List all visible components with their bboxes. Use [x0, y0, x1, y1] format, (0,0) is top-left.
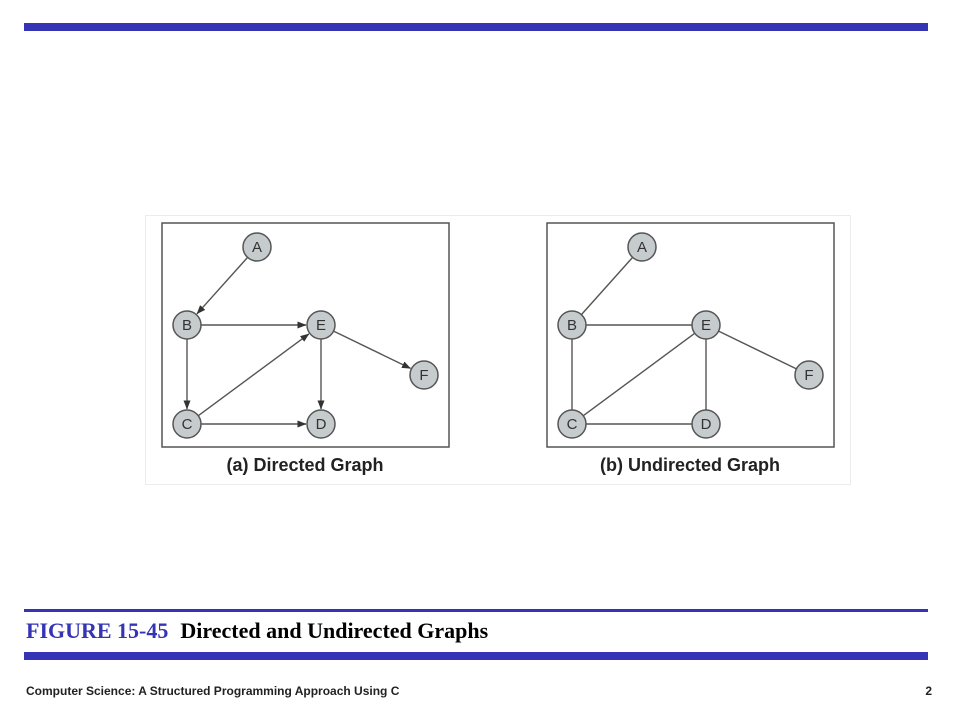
undirected-node-label: B [567, 317, 577, 334]
undirected-node-e: E [691, 310, 721, 340]
undirected-edges [571, 256, 797, 425]
undirected-node-label: D [701, 416, 712, 433]
directed-edge-c-e [197, 333, 310, 417]
directed-node-b: B [172, 310, 202, 340]
undirected-edge-c-e [582, 332, 696, 417]
directed-node-circle [409, 360, 439, 390]
undirected-node-circle [794, 360, 824, 390]
panel-undirected-frame [546, 222, 835, 448]
undirected-node-circle [691, 310, 721, 340]
undirected-edge-a-b [580, 256, 634, 316]
directed-node-circle [242, 232, 272, 262]
directed-node-c: C [172, 409, 202, 439]
graphs-figure: A B C D E F (a) Directed Graph A B C D E F (b) Und… [161, 222, 835, 475]
undirected-node-circle [691, 409, 721, 439]
directed-node-d: D [306, 409, 336, 439]
directed-node-label: B [182, 317, 192, 334]
panel-directed: A B C D E F (a) Directed Graph [161, 222, 450, 475]
directed-node-circle [172, 310, 202, 340]
panel-undirected: A B C D E F (b) Undirected Graph [546, 222, 835, 475]
figure-area: A B C D E F (a) Directed Graph A B C D E F (b) Und… [145, 215, 851, 485]
undirected-node-circle [627, 232, 657, 262]
footer-book-title: Computer Science: A Structured Programmi… [26, 684, 400, 698]
undirected-graph-caption: (b) Undirected Graph [600, 455, 780, 475]
undirected-node-label: A [637, 239, 647, 256]
directed-node-label: F [419, 367, 428, 384]
undirected-nodes: A B C D E F [557, 232, 824, 439]
footer-page-number: 2 [925, 684, 932, 698]
directed-node-circle [172, 409, 202, 439]
undirected-node-c: C [557, 409, 587, 439]
directed-node-e: E [306, 310, 336, 340]
top-rule [24, 23, 928, 31]
directed-edge-e-f [333, 330, 411, 370]
undirected-node-a: A [627, 232, 657, 262]
undirected-node-label: E [701, 317, 711, 334]
caption-bottom-rule [24, 652, 928, 660]
figure-label: FIGURE 15-45 [26, 618, 169, 643]
undirected-node-b: B [557, 310, 587, 340]
figure-caption: FIGURE 15-45 Directed and Undirected Gra… [26, 618, 488, 648]
undirected-edge-e-f [718, 330, 797, 370]
directed-node-label: E [316, 317, 326, 334]
directed-graph-caption: (a) Directed Graph [226, 455, 383, 475]
directed-nodes: A B C D E F [172, 232, 439, 439]
undirected-node-circle [557, 310, 587, 340]
caption-top-rule [24, 609, 928, 612]
undirected-node-label: F [804, 367, 813, 384]
directed-node-label: A [252, 239, 262, 256]
undirected-node-circle [557, 409, 587, 439]
figure-title: Directed and Undirected Graphs [180, 618, 489, 643]
undirected-node-label: C [567, 416, 578, 433]
undirected-node-f: F [794, 360, 824, 390]
directed-node-a: A [242, 232, 272, 262]
directed-edge-a-b [196, 256, 249, 315]
directed-edges [183, 256, 411, 428]
directed-node-circle [306, 310, 336, 340]
directed-node-label: C [182, 416, 193, 433]
directed-node-label: D [316, 416, 327, 433]
directed-node-f: F [409, 360, 439, 390]
directed-node-circle [306, 409, 336, 439]
undirected-node-d: D [691, 409, 721, 439]
panel-directed-frame [161, 222, 450, 448]
